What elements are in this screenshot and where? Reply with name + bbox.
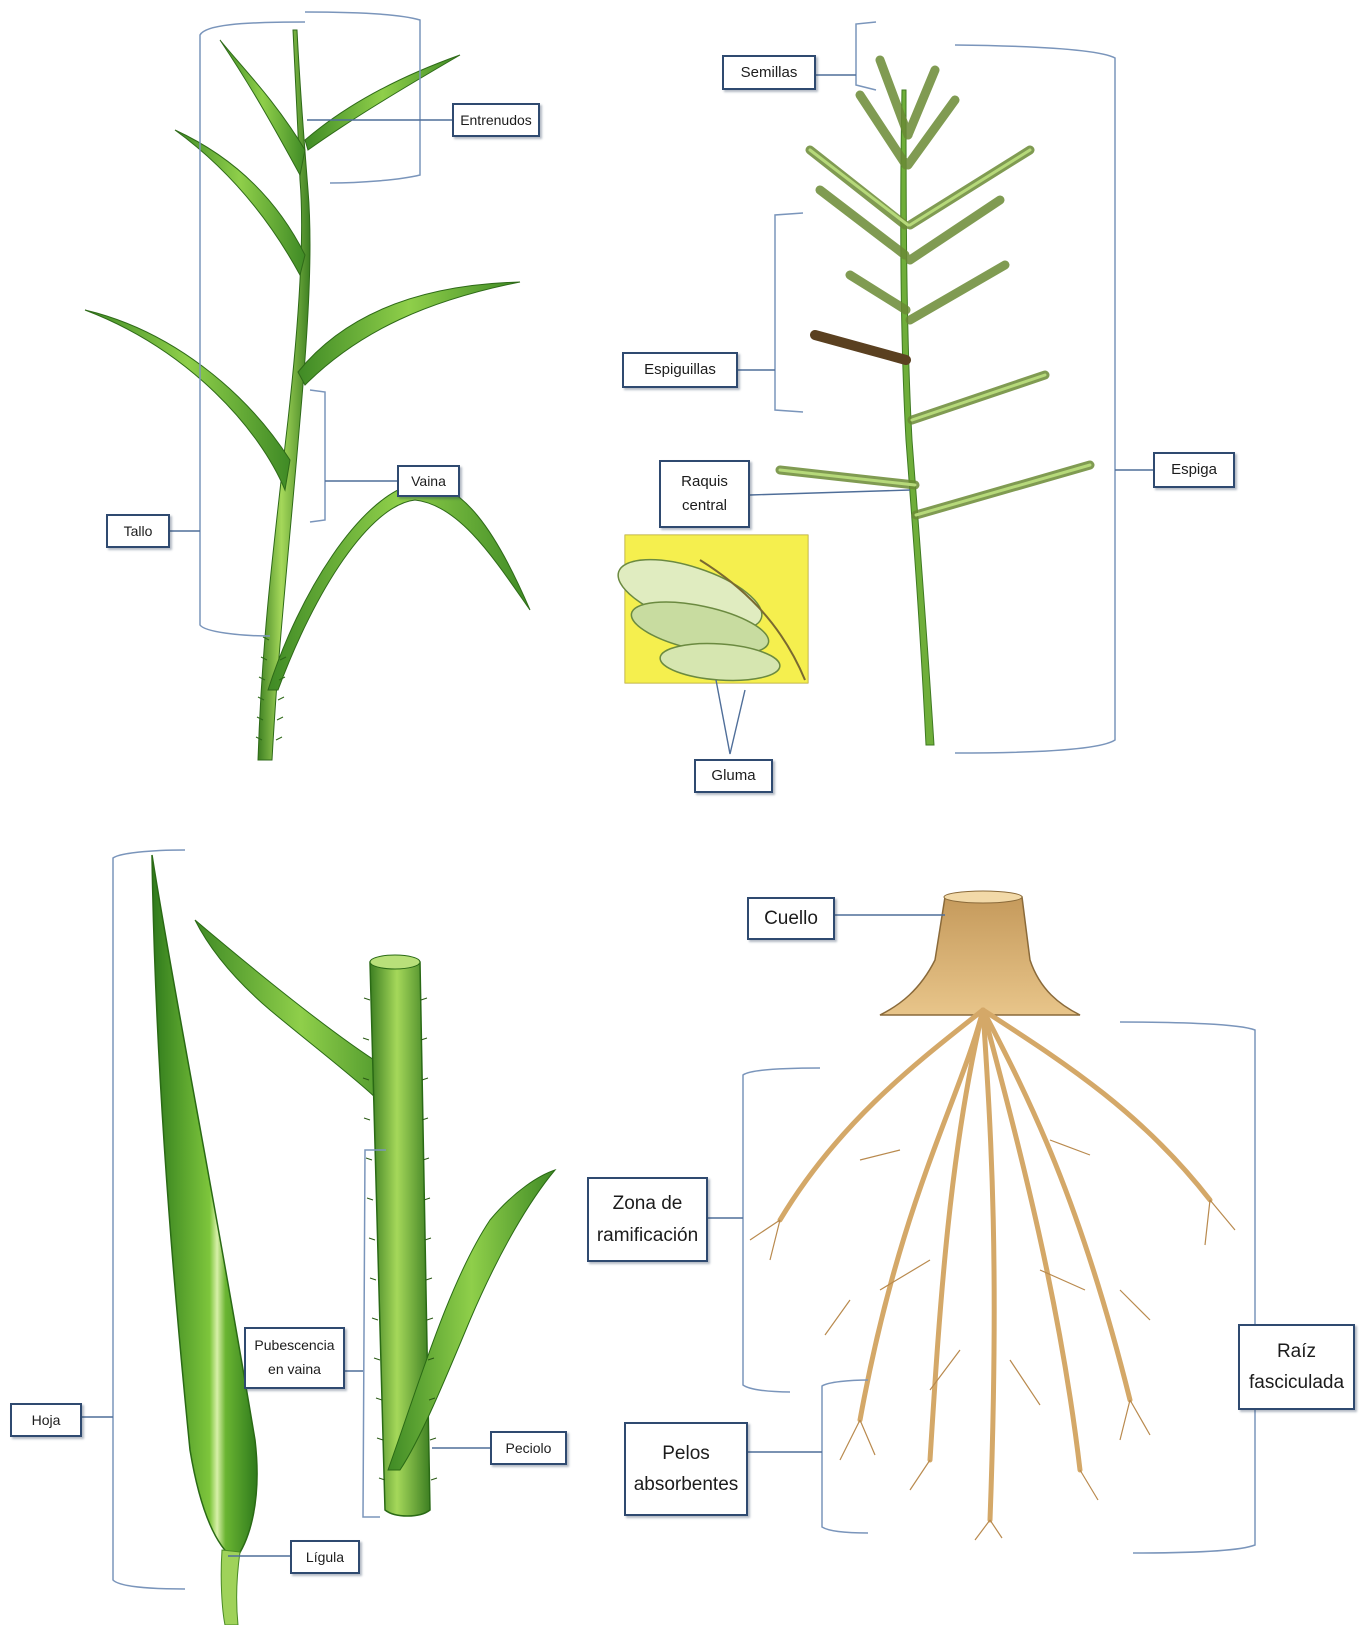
label-gluma-text: Gluma <box>711 764 755 788</box>
spike-drawing <box>780 60 1090 745</box>
label-pubescencia-line1: Pubescencia <box>254 1334 334 1358</box>
label-raquis-line2: central <box>682 494 727 518</box>
label-semillas-text: Semillas <box>741 61 798 85</box>
glume-inset <box>610 535 808 684</box>
label-ligula: Lígula <box>290 1540 360 1574</box>
label-raiz-line1: Raíz <box>1277 1336 1316 1367</box>
label-pelos-line1: Pelos <box>662 1438 710 1469</box>
stem-plant-drawing <box>85 30 530 760</box>
label-vaina: Vaina <box>397 465 460 497</box>
label-vaina-text: Vaina <box>411 470 446 492</box>
label-espiguillas-text: Espiguillas <box>644 358 716 382</box>
label-hoja: Hoja <box>10 1403 82 1437</box>
label-tallo: Tallo <box>106 514 170 548</box>
label-espiga-text: Espiga <box>1171 458 1217 482</box>
label-entrenudos: Entrenudos <box>452 103 540 137</box>
label-zona-line2: ramificación <box>597 1220 698 1251</box>
label-raiz-line2: fasciculada <box>1249 1367 1344 1398</box>
label-cuello: Cuello <box>747 897 835 940</box>
label-semillas: Semillas <box>722 55 816 90</box>
label-hoja-text: Hoja <box>32 1409 61 1431</box>
label-espiguillas: Espiguillas <box>622 352 738 388</box>
label-zona-line1: Zona de <box>613 1188 683 1219</box>
label-pelos-line2: absorbentes <box>634 1469 739 1500</box>
label-gluma: Gluma <box>694 759 773 793</box>
label-cuello-text: Cuello <box>764 903 818 934</box>
label-pubescencia-line2: en vaina <box>268 1358 321 1382</box>
label-tallo-text: Tallo <box>124 520 153 542</box>
leaf-sheath-drawing <box>152 855 555 1625</box>
label-peciolo: Peciolo <box>490 1431 567 1465</box>
label-ligula-text: Lígula <box>306 1546 344 1568</box>
label-raquis-line1: Raquis <box>681 470 728 494</box>
label-peciolo-text: Peciolo <box>506 1437 552 1459</box>
label-espiga: Espiga <box>1153 452 1235 488</box>
label-entrenudos-text: Entrenudos <box>460 109 532 131</box>
